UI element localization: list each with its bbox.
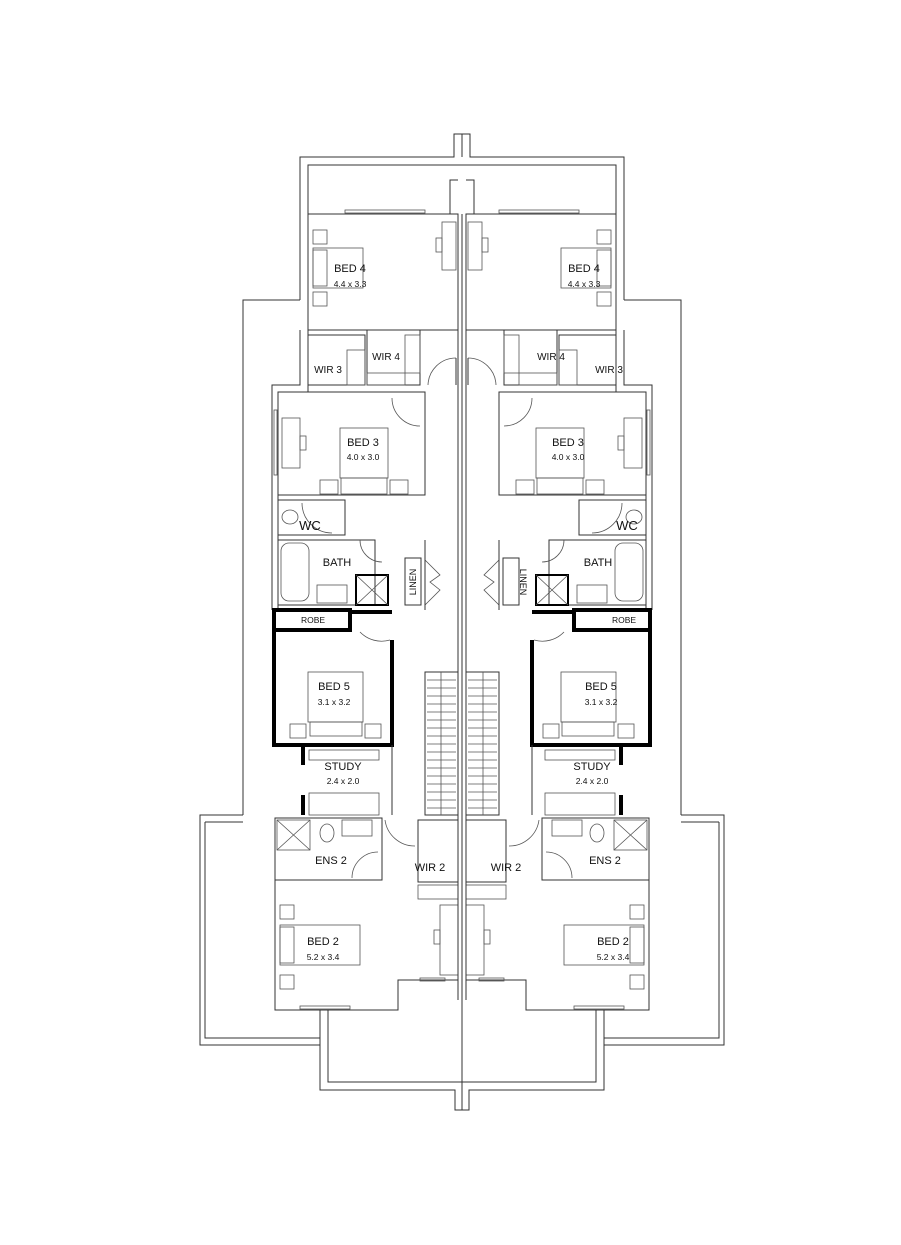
room-label: ENS 2 bbox=[589, 855, 621, 867]
room-label: BED 5 bbox=[585, 681, 617, 693]
room-label: WIR 3 bbox=[595, 365, 623, 376]
room-label: BATH bbox=[584, 557, 613, 569]
room-label: BED 4 bbox=[568, 263, 600, 275]
room-robe bbox=[272, 608, 352, 632]
room-label: LINEN bbox=[518, 569, 528, 596]
room-label: WIR 4 bbox=[372, 352, 400, 363]
room-label: BED 2 bbox=[307, 936, 339, 948]
room-size: 5.2 x 3.4 bbox=[597, 952, 630, 962]
room-size: 4.4 x 3.3 bbox=[568, 279, 601, 289]
room-label: WIR 3 bbox=[314, 365, 342, 376]
room-size: 5.2 x 3.4 bbox=[307, 952, 340, 962]
room-size: 3.1 x 3.2 bbox=[585, 697, 618, 707]
room-label: BATH bbox=[323, 557, 352, 569]
room-label: BED 5 bbox=[318, 681, 350, 693]
room-linen bbox=[404, 557, 422, 606]
room-label: WC bbox=[299, 518, 321, 533]
room-label: STUDY bbox=[573, 761, 611, 773]
room-bed-4 bbox=[307, 213, 459, 331]
room-size: 2.4 x 2.0 bbox=[327, 776, 360, 786]
room-size: 4.0 x 3.0 bbox=[552, 452, 585, 462]
room-bath bbox=[277, 539, 376, 606]
room-label: ROBE bbox=[612, 615, 636, 625]
room-size: 2.4 x 2.0 bbox=[576, 776, 609, 786]
room-ens-2 bbox=[274, 817, 383, 881]
room-label: BED 3 bbox=[347, 437, 379, 449]
room-bed-3 bbox=[277, 391, 426, 496]
room-label: WIR 2 bbox=[415, 862, 446, 874]
left-dwelling bbox=[199, 133, 463, 1111]
room-label: ROBE bbox=[301, 615, 325, 625]
room-size: 4.4 x 3.3 bbox=[334, 279, 367, 289]
room-label: ENS 2 bbox=[315, 855, 347, 867]
room-label: BED 4 bbox=[334, 263, 366, 275]
room-label: BED 3 bbox=[552, 437, 584, 449]
room-label: LINEN bbox=[408, 569, 418, 596]
room-wc bbox=[277, 499, 346, 536]
room-label: BED 2 bbox=[597, 936, 629, 948]
room-size: 3.1 x 3.2 bbox=[318, 697, 351, 707]
stairs bbox=[424, 671, 459, 816]
room-size: 4.0 x 3.0 bbox=[347, 452, 380, 462]
room-label: WC bbox=[616, 518, 638, 533]
room-label: WIR 4 bbox=[537, 352, 565, 363]
room-label: STUDY bbox=[324, 761, 362, 773]
room-wir-3 bbox=[307, 334, 366, 386]
room-label: WIR 2 bbox=[491, 862, 522, 874]
